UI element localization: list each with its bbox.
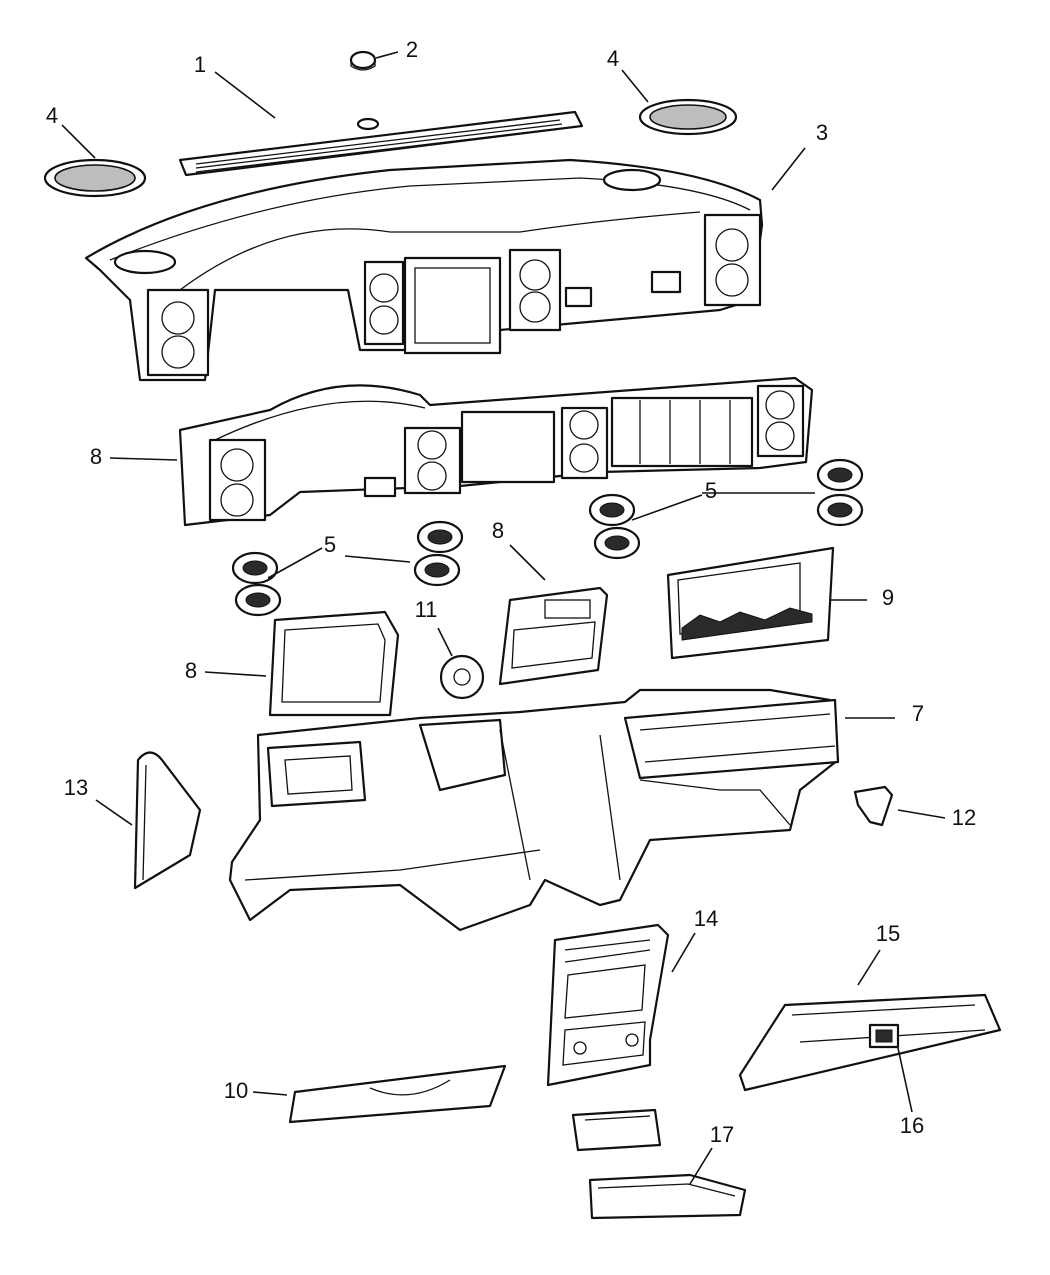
callout-4-right: 4 bbox=[607, 46, 619, 71]
callout-10: 10 bbox=[224, 1078, 248, 1103]
part-air-outlet-pair-4 bbox=[816, 458, 864, 527]
callout-5-right: 5 bbox=[705, 478, 717, 503]
callout-2: 2 bbox=[406, 37, 418, 62]
part-center-stack-bezel bbox=[546, 923, 670, 1087]
part-air-outlet-pair-2 bbox=[413, 520, 464, 587]
part-plug bbox=[349, 50, 377, 71]
callout-8-lower: 8 bbox=[185, 658, 197, 683]
part-storage-bezel bbox=[666, 546, 835, 660]
leader-lines bbox=[61, 51, 946, 1185]
part-switch bbox=[439, 654, 485, 700]
part-lower-cover bbox=[288, 1064, 507, 1124]
callout-12: 12 bbox=[952, 805, 976, 830]
part-bracket bbox=[853, 785, 894, 827]
part-cluster-bezel bbox=[178, 376, 814, 527]
part-bezel-frame bbox=[268, 610, 400, 717]
callout-17: 17 bbox=[710, 1122, 734, 1147]
part-center-bezel bbox=[498, 586, 609, 686]
part-upper-instrument-panel bbox=[84, 158, 764, 382]
part-mat bbox=[588, 1173, 747, 1220]
callout-16: 16 bbox=[900, 1113, 924, 1138]
callout-5-left: 5 bbox=[324, 532, 336, 557]
callout-11: 11 bbox=[415, 597, 438, 622]
callout-15: 15 bbox=[876, 921, 900, 946]
callout-3: 3 bbox=[816, 120, 828, 145]
part-speaker-grille-left bbox=[43, 158, 147, 198]
callout-13: 13 bbox=[64, 775, 88, 800]
part-defroster-grille bbox=[178, 110, 584, 177]
part-end-cap bbox=[133, 751, 202, 890]
callout-14: 14 bbox=[694, 906, 718, 931]
part-receptacle bbox=[571, 1108, 662, 1152]
callout-labels: 1 2 3 4 4 5 5 7 8 8 8 9 10 11 12 13 14 1… bbox=[46, 37, 976, 1147]
callout-1: 1 bbox=[194, 52, 206, 77]
part-air-outlet-pair-3 bbox=[588, 493, 641, 560]
callout-4-left: 4 bbox=[46, 103, 58, 128]
part-glove-box-latch bbox=[875, 1029, 893, 1043]
part-speaker-grille-right bbox=[638, 98, 738, 136]
part-air-outlet-pair-1 bbox=[231, 551, 282, 617]
part-instrument-panel-structure bbox=[228, 688, 840, 932]
callout-7: 7 bbox=[912, 701, 924, 726]
callout-8-upper: 8 bbox=[90, 444, 102, 469]
part-glove-box bbox=[738, 993, 1002, 1092]
callout-8-center: 8 bbox=[492, 518, 504, 543]
callout-9: 9 bbox=[882, 585, 894, 610]
